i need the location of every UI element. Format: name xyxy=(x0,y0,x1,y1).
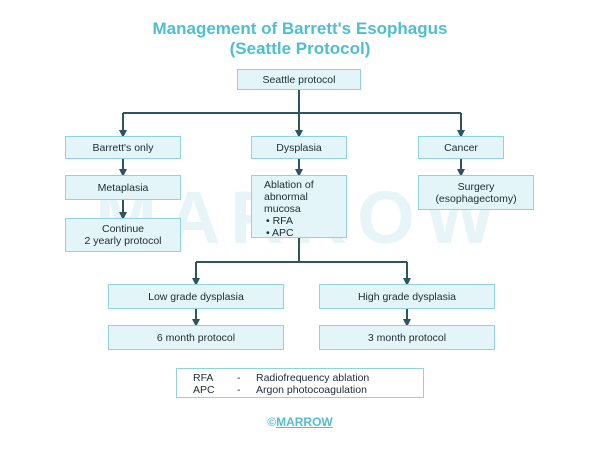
node-dysplasia-label: Dysplasia xyxy=(276,141,322,154)
node-seattle-protocol: Seattle protocol xyxy=(237,69,361,90)
node-continue-line1: Continue xyxy=(101,223,145,235)
legend-dash: - xyxy=(237,384,241,396)
diagram-title-line2: (Seattle Protocol) xyxy=(229,39,371,58)
legend-dash: - xyxy=(237,372,241,384)
node-seattle-protocol-label: Seattle protocol xyxy=(262,73,336,86)
node-surgery: Surgery (esophagectomy) xyxy=(418,175,534,210)
abbreviation-legend: RFA - Radiofrequency ablation APC - Argo… xyxy=(176,368,424,398)
node-barretts-only-label: Barrett's only xyxy=(92,141,154,154)
node-dysplasia: Dysplasia xyxy=(251,136,347,159)
footer-brand: ©MARROW xyxy=(0,415,600,429)
legend-definition: Argon photocoagulation xyxy=(256,384,367,396)
node-ablation: Ablation of abnormal mucosa • RFA • APC xyxy=(251,175,347,239)
node-low-grade-label: Low grade dysplasia xyxy=(148,290,244,303)
node-barretts-only: Barrett's only xyxy=(65,136,181,159)
node-six-month-protocol: 6 month protocol xyxy=(108,325,284,350)
node-metaplasia-label: Metaplasia xyxy=(97,181,149,194)
node-surgery-line1: Surgery xyxy=(457,180,495,193)
legend-abbr: APC xyxy=(193,384,215,396)
brand-name: MARROW xyxy=(276,415,333,429)
node-continue: Continue 2 yearly protocol xyxy=(65,218,181,252)
node-ablation-item-apc: • APC xyxy=(266,227,294,239)
legend-definition: Radiofrequency ablation xyxy=(256,372,370,384)
legend-row-rfa: RFA - Radiofrequency ablation xyxy=(177,372,423,384)
diagram-title-line1: Management of Barrett's Esophagus xyxy=(152,19,448,38)
node-high-grade-dysplasia: High grade dysplasia xyxy=(319,284,495,309)
node-surgery-line2: (esophagectomy) xyxy=(435,192,517,205)
node-cancer-label: Cancer xyxy=(444,141,478,154)
node-metaplasia: Metaplasia xyxy=(65,175,181,200)
node-six-month-label: 6 month protocol xyxy=(156,331,236,344)
node-ablation-item-rfa: • RFA xyxy=(266,215,294,227)
node-high-grade-label: High grade dysplasia xyxy=(357,290,457,303)
node-ablation-line2: abnormal xyxy=(264,191,308,203)
node-three-month-protocol: 3 month protocol xyxy=(319,325,495,350)
node-three-month-label: 3 month protocol xyxy=(367,331,447,344)
legend-abbr: RFA xyxy=(193,372,214,384)
node-ablation-line1: Ablation of xyxy=(264,179,314,191)
node-continue-line2: 2 yearly protocol xyxy=(84,235,162,247)
node-low-grade-dysplasia: Low grade dysplasia xyxy=(108,284,284,309)
node-cancer: Cancer xyxy=(418,136,504,159)
legend-row-apc: APC - Argon photocoagulation xyxy=(177,384,423,396)
node-ablation-line3: mucosa xyxy=(264,203,301,215)
copyright-symbol: © xyxy=(267,415,277,429)
